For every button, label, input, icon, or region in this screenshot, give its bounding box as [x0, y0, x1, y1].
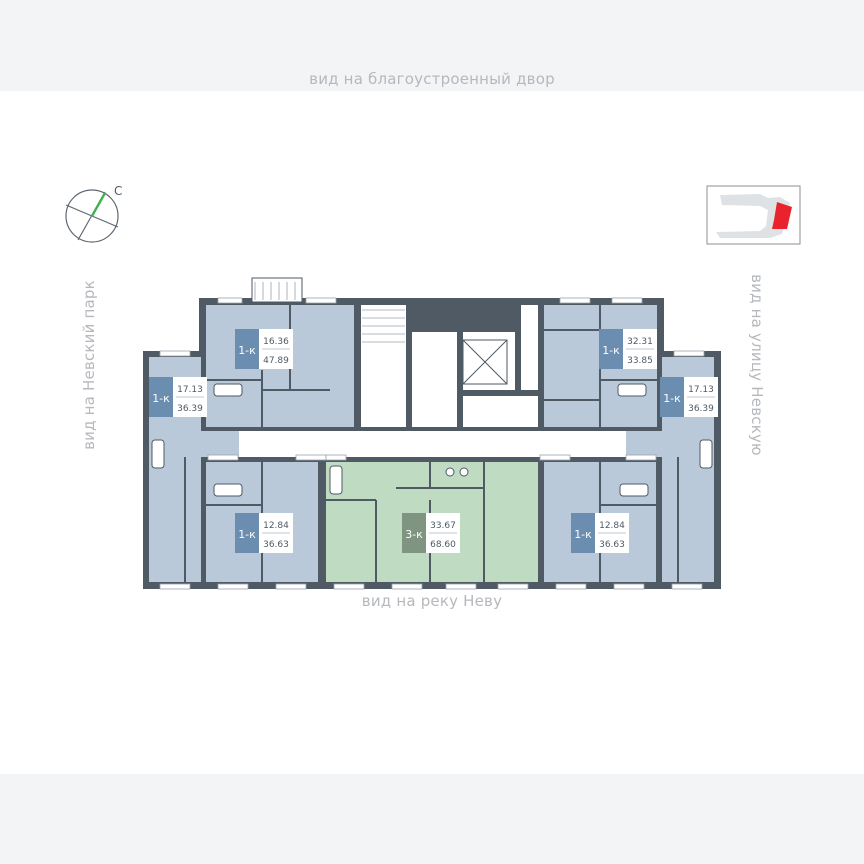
- apartment-label: 1-к 32.31 33.85: [599, 329, 657, 369]
- room-count-badge: [660, 377, 684, 417]
- living-area: 33.67: [430, 521, 456, 531]
- total-area: 68.60: [430, 540, 456, 550]
- staircase: [254, 282, 405, 343]
- total-area: 36.39: [177, 404, 203, 414]
- living-area: 17.13: [688, 385, 714, 395]
- total-area: 36.63: [599, 540, 625, 550]
- apartment-label: 1-к 17.13 36.39: [660, 377, 718, 417]
- room-count: 1-к: [602, 344, 620, 357]
- compass-icon: С: [65, 184, 122, 243]
- apartment-label: 3-к 33.67 68.60: [402, 513, 460, 553]
- building-locator-map: [706, 185, 801, 245]
- room-count: 1-к: [238, 344, 256, 357]
- room-count-badge: [235, 329, 259, 369]
- room-count: 1-к: [152, 392, 170, 405]
- total-area: 33.85: [627, 356, 653, 366]
- apartment-label: 1-к 12.84 36.63: [235, 513, 293, 553]
- room-count: 1-к: [238, 528, 256, 541]
- total-area: 47.89: [263, 356, 289, 366]
- room-count-badge: [599, 329, 623, 369]
- bathroom-fixtures: [151, 383, 713, 497]
- living-area: 12.84: [263, 521, 289, 531]
- apartment-label: 1-к 12.84 36.63: [571, 513, 629, 553]
- room-count-badge: [571, 513, 595, 553]
- living-area: 32.31: [627, 337, 653, 347]
- total-area: 36.39: [688, 404, 714, 414]
- living-area: 12.84: [599, 521, 625, 531]
- total-area: 36.63: [263, 540, 289, 550]
- room-count-badge: [235, 513, 259, 553]
- apartment-label: 1-к 16.36 47.89: [235, 329, 293, 369]
- living-area: 16.36: [263, 337, 289, 347]
- room-count: 1-к: [663, 392, 681, 405]
- floor-plan: С: [65, 184, 801, 590]
- view-label-top: вид на благоустроенный двор: [309, 70, 555, 88]
- elevator-shaft: [462, 339, 508, 385]
- room-count: 3-к: [405, 528, 423, 541]
- room-count-badge: [149, 377, 173, 417]
- living-area: 17.13: [177, 385, 203, 395]
- room-count-badge: [402, 513, 426, 553]
- view-label-bottom: вид на реку Неву: [361, 592, 503, 610]
- room-count: 1-к: [574, 528, 592, 541]
- windows: [159, 297, 705, 590]
- apartment-label: 1-к 17.13 36.39: [149, 377, 207, 417]
- compass-letter: С: [114, 184, 122, 198]
